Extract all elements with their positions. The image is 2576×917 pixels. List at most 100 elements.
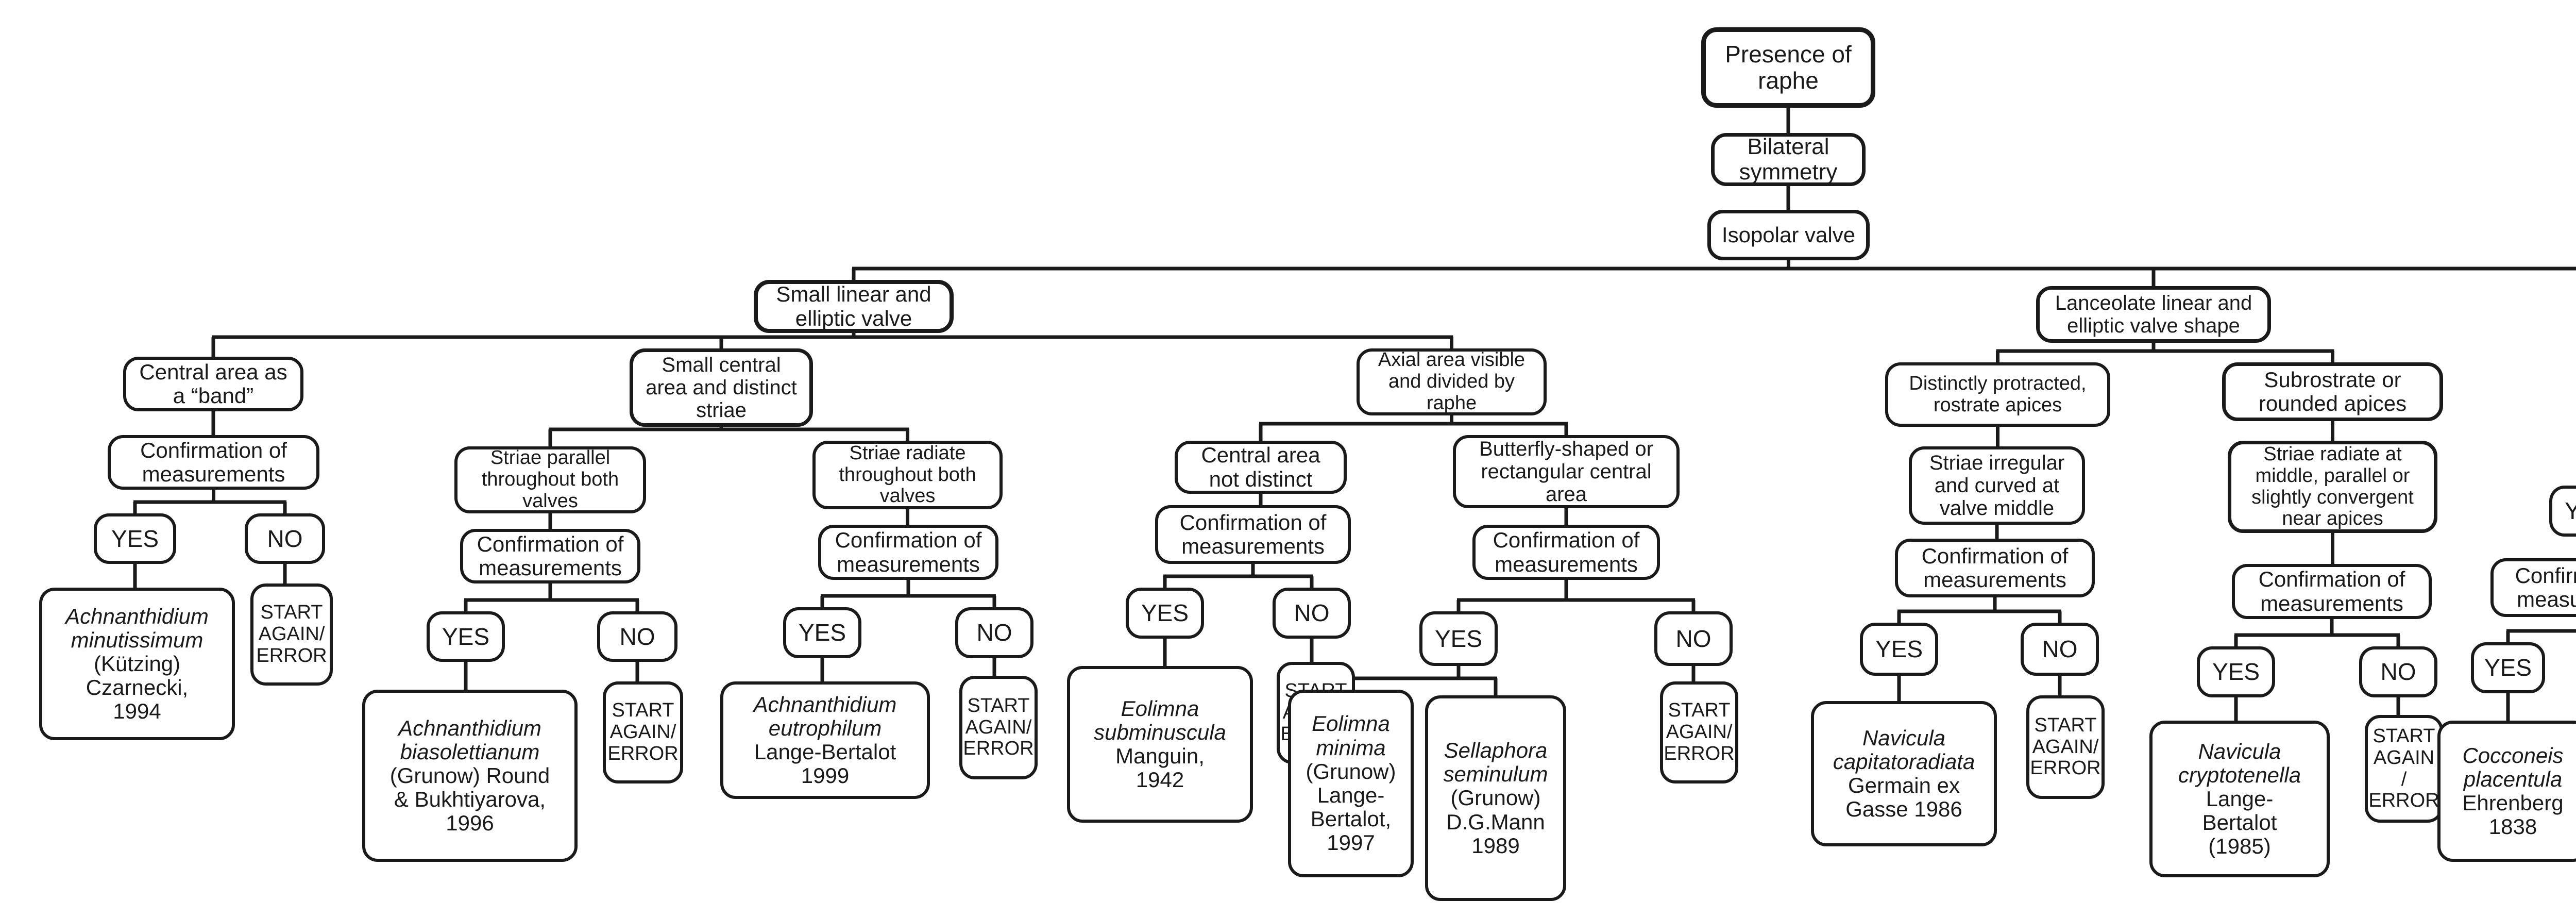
node-no5: NO — [1654, 611, 1733, 666]
node-no1: NO — [245, 513, 325, 564]
node-presence: Presence of raphe — [1701, 27, 1875, 108]
node-label: Striae parallel throughout both valves — [481, 447, 619, 512]
node-no6: NO — [2021, 623, 2099, 676]
node-label: NO — [2380, 658, 2416, 686]
species-authority: Lange-Bertalot 1999 — [754, 740, 896, 788]
species-authority: Manguin, 1942 — [1115, 744, 1205, 792]
node-label: Striae irregular and curved at valve mid… — [1929, 452, 2065, 520]
node-axial-area: Axial area visible and divided by raphe — [1357, 348, 1547, 415]
node-label: YES — [1875, 636, 1923, 663]
node-butterfly: Butterfly-shaped or rectangular central … — [1453, 435, 1680, 508]
node-label: Confirmation of measurements — [1921, 543, 2069, 592]
node-isopolar: Isopolar valve — [1707, 210, 1870, 260]
species-authority: Lange- Bertalot (1985) — [2202, 786, 2277, 859]
node-label: Striae radiate throughout both valves — [839, 442, 976, 507]
node-label: NO — [619, 623, 655, 650]
node-label: Presence of raphe — [1725, 41, 1852, 94]
node-label: Butterfly-shaped or rectangular central … — [1479, 438, 1653, 506]
species-name: Achnanthidium eutrophilum — [753, 692, 897, 740]
node-small-central: Small central area and distinct striae — [630, 348, 813, 427]
node-yes-h: YES — [2549, 486, 2576, 537]
species-authority: Ehrenberg 1838 — [2462, 791, 2564, 839]
node-label: START AGAIN/ ERROR — [607, 699, 679, 764]
node-label: Distinctly protracted, rostrate apices — [1909, 372, 2087, 416]
species-name: Achnanthidium minutissimum — [65, 604, 209, 652]
species-name: Achnanthidium biasolettianum — [398, 715, 541, 764]
node-label: Confirmation of measurements — [2515, 563, 2576, 611]
node-yes7: YES — [2197, 646, 2275, 697]
node-yes8: YES — [2471, 642, 2545, 693]
node-label: Confirmation of measurements — [835, 528, 982, 576]
node-label: Confirmation of measurements — [1179, 510, 1327, 558]
node-label: YES — [1434, 625, 1483, 652]
node-label: Bilateral symmetry — [1739, 134, 1838, 185]
node-start3: START AGAIN/ ERROR — [959, 676, 1038, 779]
node-start6: START AGAIN/ ERROR — [2026, 695, 2105, 799]
node-yes5: YES — [1419, 611, 1498, 666]
node-label: NO — [2042, 636, 2078, 663]
node-label: YES — [1141, 599, 1189, 627]
node-central-not-distinct: Central area not distinct — [1175, 441, 1347, 494]
node-conf7: Confirmation of measurements — [2232, 564, 2432, 619]
node-label: START AGAIN/ ERROR — [963, 694, 1034, 760]
node-label: START AGAIN/ ERROR — [256, 602, 327, 666]
node-no2: NO — [597, 611, 677, 662]
node-yes4: YES — [1126, 588, 1204, 639]
node-sp-minima: Eolimna minima(Grunow) Lange- Bertalot, … — [1288, 690, 1414, 877]
node-label: START AGAIN / ERROR — [2368, 725, 2439, 812]
node-label: YES — [2564, 497, 2576, 525]
node-conf1: Confirmation of measurements — [108, 435, 319, 490]
node-sp-seminulum: Sellaphora seminulum(Grunow) D.G.Mann 19… — [1425, 695, 1566, 901]
node-conf8: Confirmation of measurements — [2490, 558, 2576, 617]
node-label: Subrostrate or rounded apices — [2258, 367, 2407, 415]
node-dist-protracted: Distinctly protracted, rostrate apices — [1885, 362, 2110, 427]
node-label: NO — [1294, 599, 1330, 627]
node-no7: NO — [2359, 646, 2437, 697]
node-yes1: YES — [94, 513, 176, 564]
node-central-band: Central area as a “band” — [123, 357, 303, 411]
species-authority: (Grunow) Round & Bukhtiyarova, 1996 — [389, 763, 550, 836]
node-start1: START AGAIN/ ERROR — [250, 583, 333, 686]
node-label: Central area as a “band” — [139, 359, 287, 408]
node-striae-parallel: Striae parallel throughout both valves — [454, 446, 646, 513]
node-label: Small linear and elliptic valve — [776, 282, 931, 330]
species-authority: Germain ex Gasse 1986 — [1845, 773, 1962, 822]
node-striae-irregular: Striae irregular and curved at valve mid… — [1909, 446, 2085, 525]
node-conf6: Confirmation of measurements — [1895, 539, 2095, 597]
node-lanceolate: Lanceolate linear and elliptic valve sha… — [2036, 286, 2271, 343]
node-label: Central area not distinct — [1201, 443, 1320, 491]
node-yes6: YES — [1860, 623, 1938, 676]
species-authority: (Kützing) Czarnecki, 1994 — [86, 651, 189, 724]
node-conf3: Confirmation of measurements — [818, 525, 998, 580]
node-small-linear: Small linear and elliptic valve — [754, 280, 954, 333]
species-name: Eolimna subminuscula — [1094, 696, 1226, 744]
species-name: Navicula cryptotenella — [2178, 739, 2301, 787]
species-name: Cocconeis placentula — [2462, 743, 2564, 791]
node-label: NO — [267, 525, 303, 552]
species-name: Sellaphora seminulum — [1443, 738, 1548, 787]
node-label: Striae radiate at middle, parallel or sl… — [2251, 443, 2414, 530]
node-label: Confirmation of measurements — [140, 438, 287, 486]
node-conf4: Confirmation of measurements — [1155, 505, 1351, 564]
node-start2: START AGAIN/ ERROR — [603, 681, 683, 783]
node-label: Axial area visible and divided by raphe — [1378, 349, 1526, 414]
node-no4: NO — [1273, 588, 1351, 639]
node-label: YES — [2484, 654, 2532, 681]
species-name: Eolimna minima — [1312, 711, 1390, 760]
node-label: Small central area and distinct striae — [646, 354, 797, 422]
node-no3: NO — [955, 607, 1033, 658]
node-start5: START AGAIN/ ERROR — [1660, 681, 1738, 783]
node-label: Isopolar valve — [1721, 222, 1856, 247]
node-striae-rad-mid: Striae radiate at middle, parallel or sl… — [2228, 441, 2437, 533]
node-label: NO — [976, 619, 1012, 646]
node-label: Confirmation of measurements — [2258, 567, 2405, 615]
species-name: Navicula capitatoradiata — [1833, 725, 1975, 774]
node-label: YES — [111, 525, 159, 552]
node-label: NO — [1675, 625, 1711, 652]
node-subrostrate: Subrostrate or rounded apices — [2222, 362, 2443, 421]
node-striae-radiate: Striae radiate throughout both valves — [812, 441, 1003, 509]
node-label: Lanceolate linear and elliptic valve sha… — [2055, 292, 2252, 337]
